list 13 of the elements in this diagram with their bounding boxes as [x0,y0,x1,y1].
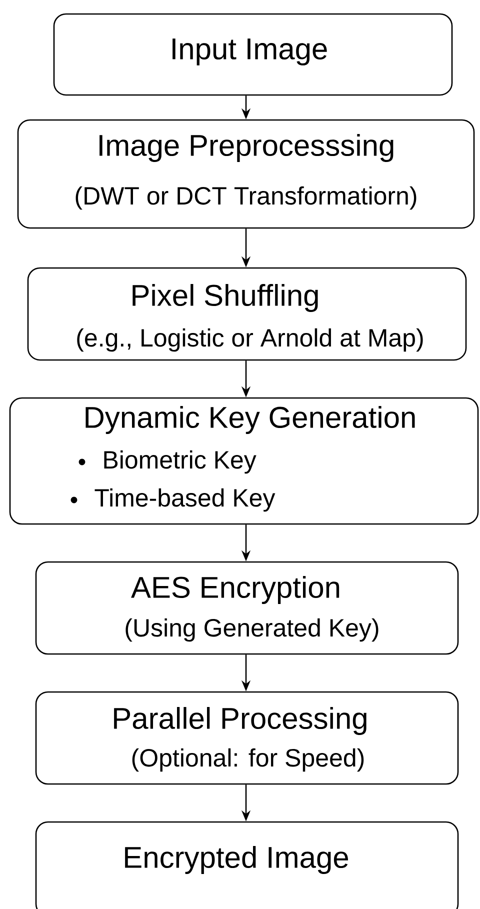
box-heading: Encrypted Image [125,846,348,874]
box-heading: Parallel Processing [114,707,366,735]
box-heading: Input Image [172,38,327,66]
box-subtitle: (Using Generated Key) [126,618,378,642]
bullet-item: Time-based Key [94,488,276,512]
box-subtitle: (DWT or DCT Transformatiorn) [76,186,416,210]
box-heading: Dynamic Key Generation [86,406,415,434]
bullet-item: Biometric Key [104,450,256,474]
box-subtitle: (e.g., Logistic or Arnold at Map) [77,328,423,352]
box-subtitle: (Optional: for Speed) [132,748,364,772]
box-heading: Pixel Shuffling [132,284,318,312]
box-heading: AES Encryption [131,576,340,604]
box-heading: Image Preprocesssing [100,134,394,162]
